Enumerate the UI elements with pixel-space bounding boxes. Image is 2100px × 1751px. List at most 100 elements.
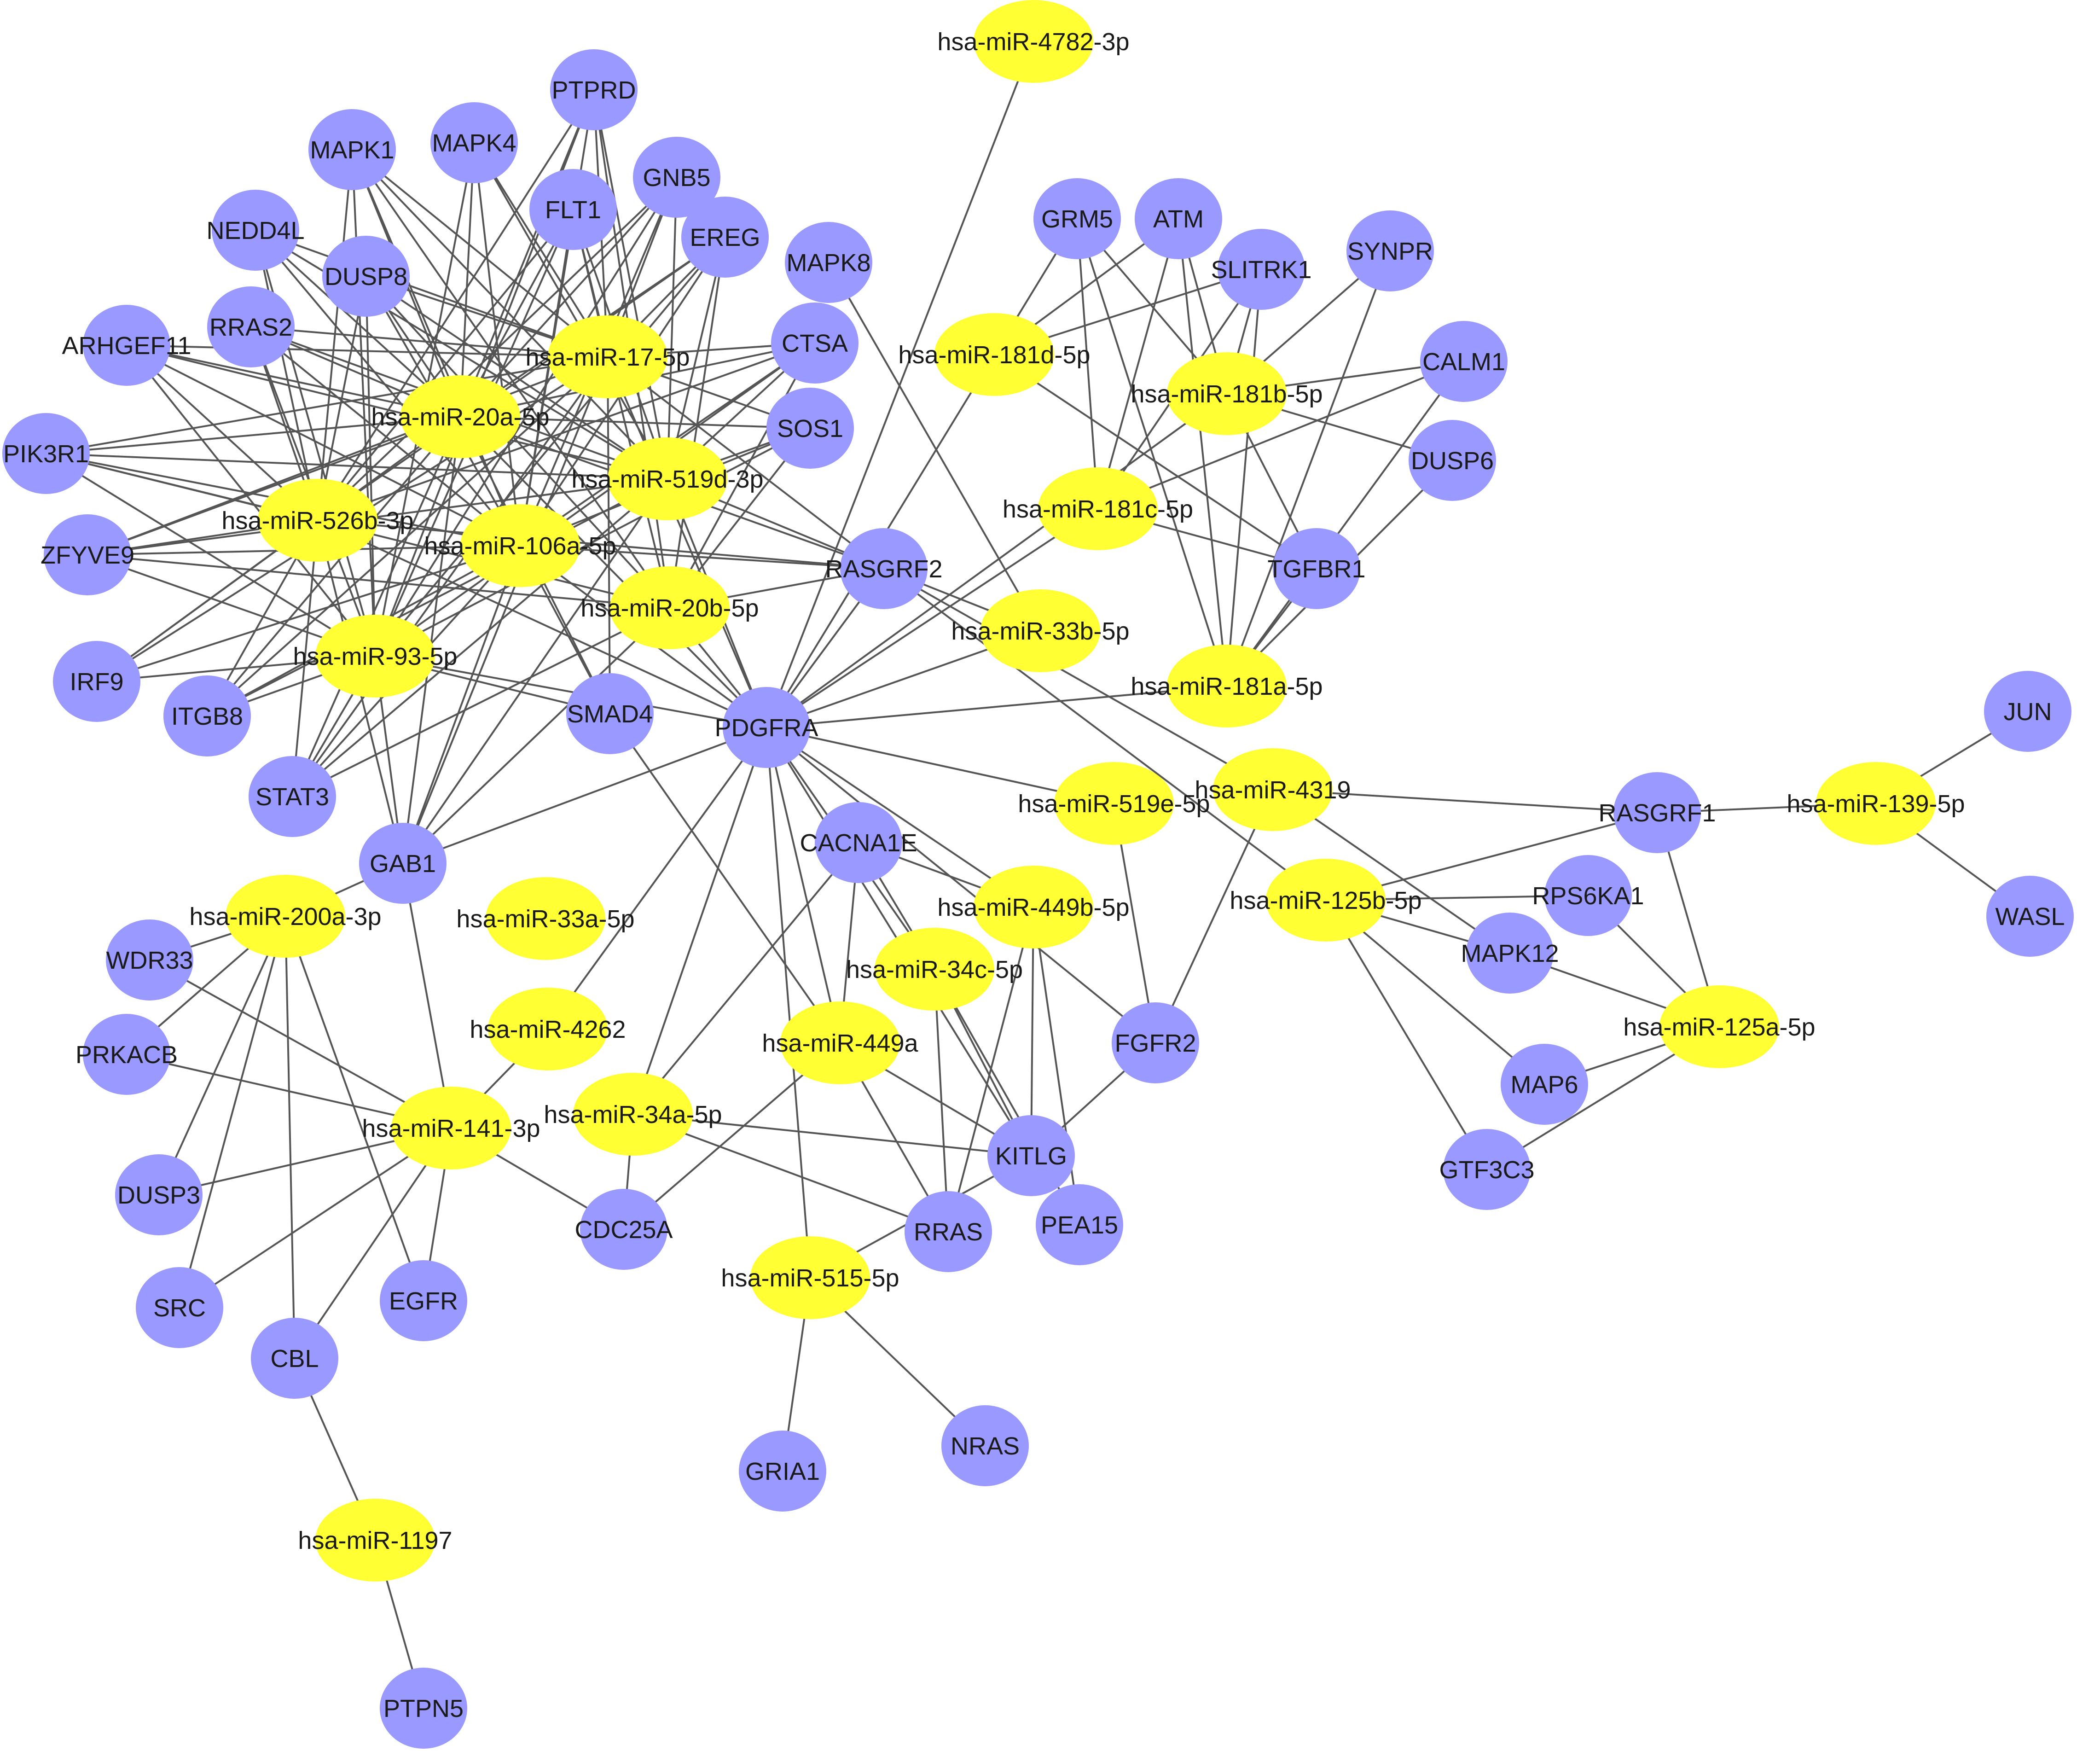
gene-node-wdr33[interactable]: WDR33	[106, 919, 193, 1001]
edge-hsa-mir-449a-to-smad4	[609, 713, 841, 1044]
gene-node-ereg[interactable]: EREG	[681, 197, 769, 278]
gene-node-itgb8[interactable]: ITGB8	[163, 675, 251, 756]
gene-node-ptpn5[interactable]: PTPN5	[380, 1668, 467, 1749]
gene-node-cacna1e[interactable]: CACNA1E	[800, 802, 917, 883]
edge-hsa-mir-4319-to-rasgrf1	[1272, 789, 1658, 814]
node-shape	[1213, 748, 1333, 831]
gene-node-zfyve9[interactable]: ZFYVE9	[41, 514, 134, 595]
node-shape	[580, 1189, 667, 1270]
mirna-node-hsa-mir-125a-5p[interactable]: hsa-miR-125a-5p	[1623, 985, 1816, 1068]
gene-node-slitrk1[interactable]: SLITRK1	[1211, 229, 1312, 310]
gene-node-sos1[interactable]: SOS1	[766, 388, 854, 469]
mirna-node-hsa-mir-181a-5p[interactable]: hsa-miR-181a-5p	[1131, 645, 1323, 727]
mirna-node-hsa-mir-519d-3p[interactable]: hsa-miR-519d-3p	[571, 437, 764, 520]
mirna-node-hsa-mir-526b-3p[interactable]: hsa-miR-526b-3p	[221, 479, 414, 562]
node-shape	[1544, 855, 1632, 936]
gene-node-mapk12[interactable]: MAPK12	[1461, 913, 1559, 994]
mirna-node-hsa-mir-93-5p[interactable]: hsa-miR-93-5p	[293, 615, 458, 698]
mirna-node-hsa-mir-181b-5p[interactable]: hsa-miR-181b-5p	[1131, 352, 1323, 435]
gene-node-egfr[interactable]: EGFR	[380, 1260, 467, 1341]
gene-node-dusp3[interactable]: DUSP3	[115, 1154, 203, 1235]
gene-node-arhgef11[interactable]: ARHGEF11	[62, 305, 191, 386]
gene-node-src[interactable]: SRC	[136, 1267, 223, 1348]
mirna-node-hsa-mir-449a[interactable]: hsa-miR-449a	[762, 1001, 919, 1084]
gene-node-atm[interactable]: ATM	[1135, 178, 1222, 259]
gene-node-rras[interactable]: RRAS	[905, 1191, 992, 1272]
gene-node-fgfr2[interactable]: FGFR2	[1112, 1002, 1199, 1083]
gene-node-rasgrf1[interactable]: RASGRF1	[1598, 772, 1716, 853]
gene-node-rps6ka1[interactable]: RPS6KA1	[1532, 855, 1644, 936]
gene-node-grm5[interactable]: GRM5	[1033, 178, 1121, 259]
gene-node-calm1[interactable]: CALM1	[1420, 321, 1508, 402]
gene-node-gtf3c3[interactable]: GTF3C3	[1439, 1129, 1535, 1210]
gene-node-dusp6[interactable]: DUSP6	[1409, 420, 1496, 501]
gene-node-cbl[interactable]: CBL	[251, 1318, 338, 1399]
mirna-node-hsa-mir-34c-5p[interactable]: hsa-miR-34c-5p	[846, 928, 1023, 1011]
gene-node-kitlg[interactable]: KITLG	[987, 1115, 1075, 1196]
gene-node-stat3[interactable]: STAT3	[249, 756, 336, 837]
mirna-node-hsa-mir-181d-5p[interactable]: hsa-miR-181d-5p	[898, 313, 1091, 396]
gene-node-rras2[interactable]: RRAS2	[207, 286, 295, 367]
edge-hsa-mir-20b-5p-to-dusp8	[365, 275, 671, 609]
gene-node-dusp8[interactable]: DUSP8	[322, 236, 410, 317]
mirna-node-hsa-mir-1197[interactable]: hsa-miR-1197	[298, 1499, 452, 1582]
gene-node-nras[interactable]: NRAS	[941, 1405, 1029, 1486]
mirna-node-hsa-mir-20b-5p[interactable]: hsa-miR-20b-5p	[580, 566, 759, 649]
mirna-node-hsa-mir-33b-5p[interactable]: hsa-miR-33b-5p	[951, 589, 1130, 672]
mirna-node-hsa-mir-200a-3p[interactable]: hsa-miR-200a-3p	[189, 875, 382, 958]
mirna-node-hsa-mir-4782-3p[interactable]: hsa-miR-4782-3p	[937, 0, 1130, 83]
edge-hsa-mir-526b-3p-to-ereg	[317, 236, 726, 521]
gene-node-gab1[interactable]: GAB1	[359, 823, 447, 904]
mirna-node-hsa-mir-17-5p[interactable]: hsa-miR-17-5p	[525, 315, 690, 398]
node-label: RPS6KA1	[1532, 882, 1644, 910]
node-label: CALM1	[1422, 348, 1505, 376]
gene-node-synpr[interactable]: SYNPR	[1346, 210, 1434, 291]
node-shape	[251, 1318, 338, 1399]
node-label: hsa-miR-20a-5p	[371, 403, 549, 431]
node-shape	[750, 1236, 870, 1319]
gene-node-gnb5[interactable]: GNB5	[633, 137, 720, 218]
edge-hsa-mir-4319-to-rasgrf2	[883, 568, 1273, 791]
gene-node-tgfbr1[interactable]: TGFBR1	[1267, 528, 1366, 609]
edge-hsa-mir-93-5p-to-mapk1	[351, 149, 376, 657]
node-shape	[681, 197, 769, 278]
mirna-node-hsa-mir-4319[interactable]: hsa-miR-4319	[1195, 748, 1351, 831]
node-shape	[1167, 352, 1287, 435]
gene-node-mapk8[interactable]: MAPK8	[785, 222, 872, 303]
gene-node-irf9[interactable]: IRF9	[53, 641, 140, 722]
gene-node-pik3r1[interactable]: PIK3R1	[2, 413, 90, 494]
gene-node-wasl[interactable]: WASL	[1986, 876, 2074, 957]
mirna-node-hsa-mir-4262[interactable]: hsa-miR-4262	[470, 988, 626, 1070]
mirna-node-hsa-mir-141-3p[interactable]: hsa-miR-141-3p	[362, 1087, 540, 1169]
node-shape	[400, 375, 520, 458]
gene-node-mapk1[interactable]: MAPK1	[308, 109, 396, 190]
mirna-node-hsa-mir-106a-5p[interactable]: hsa-miR-106a-5p	[424, 504, 616, 587]
gene-node-gria1[interactable]: GRIA1	[739, 1431, 826, 1512]
mirna-node-hsa-mir-125b-5p[interactable]: hsa-miR-125b-5p	[1230, 859, 1422, 942]
node-label: DUSP6	[1411, 447, 1494, 475]
mirna-node-hsa-mir-34a-5p[interactable]: hsa-miR-34a-5p	[544, 1073, 722, 1156]
mirna-node-hsa-mir-139-5p[interactable]: hsa-miR-139-5p	[1787, 762, 1965, 845]
edge-hsa-mir-106a-5p-to-arhgef11	[126, 344, 521, 547]
gene-node-map6[interactable]: MAP6	[1501, 1044, 1588, 1125]
gene-node-nedd4l[interactable]: NEDD4L	[206, 190, 305, 271]
gene-node-smad4[interactable]: SMAD4	[566, 673, 654, 754]
mirna-node-hsa-mir-515-5p[interactable]: hsa-miR-515-5p	[721, 1236, 899, 1319]
gene-node-prkacb[interactable]: PRKACB	[75, 1014, 178, 1095]
node-label: hsa-miR-33b-5p	[951, 617, 1129, 645]
edge-hsa-mir-181c-5p-to-grm5	[1076, 218, 1099, 509]
gene-node-jun[interactable]: JUN	[1984, 671, 2071, 752]
mirna-node-hsa-mir-181c-5p[interactable]: hsa-miR-181c-5p	[1003, 467, 1193, 550]
mirna-node-hsa-mir-20a-5p[interactable]: hsa-miR-20a-5p	[371, 375, 550, 458]
gene-node-cdc25a[interactable]: CDC25A	[574, 1189, 673, 1270]
gene-node-ptprd[interactable]: PTPRD	[550, 49, 638, 130]
gene-node-pdgfra[interactable]: PDGFRA	[714, 687, 818, 768]
mirna-node-hsa-mir-519e-5p[interactable]: hsa-miR-519e-5p	[1018, 762, 1210, 845]
gene-node-flt1[interactable]: FLT1	[529, 169, 617, 250]
mirna-node-hsa-mir-33a-5p[interactable]: hsa-miR-33a-5p	[456, 877, 635, 960]
gene-node-rasgrf2[interactable]: RASGRF2	[825, 528, 943, 609]
gene-node-pea15[interactable]: PEA15	[1036, 1184, 1123, 1265]
gene-node-mapk4[interactable]: MAPK4	[430, 102, 518, 183]
gene-node-ctsa[interactable]: CTSA	[771, 302, 859, 384]
mirna-node-hsa-mir-449b-5p[interactable]: hsa-miR-449b-5p	[937, 866, 1130, 948]
